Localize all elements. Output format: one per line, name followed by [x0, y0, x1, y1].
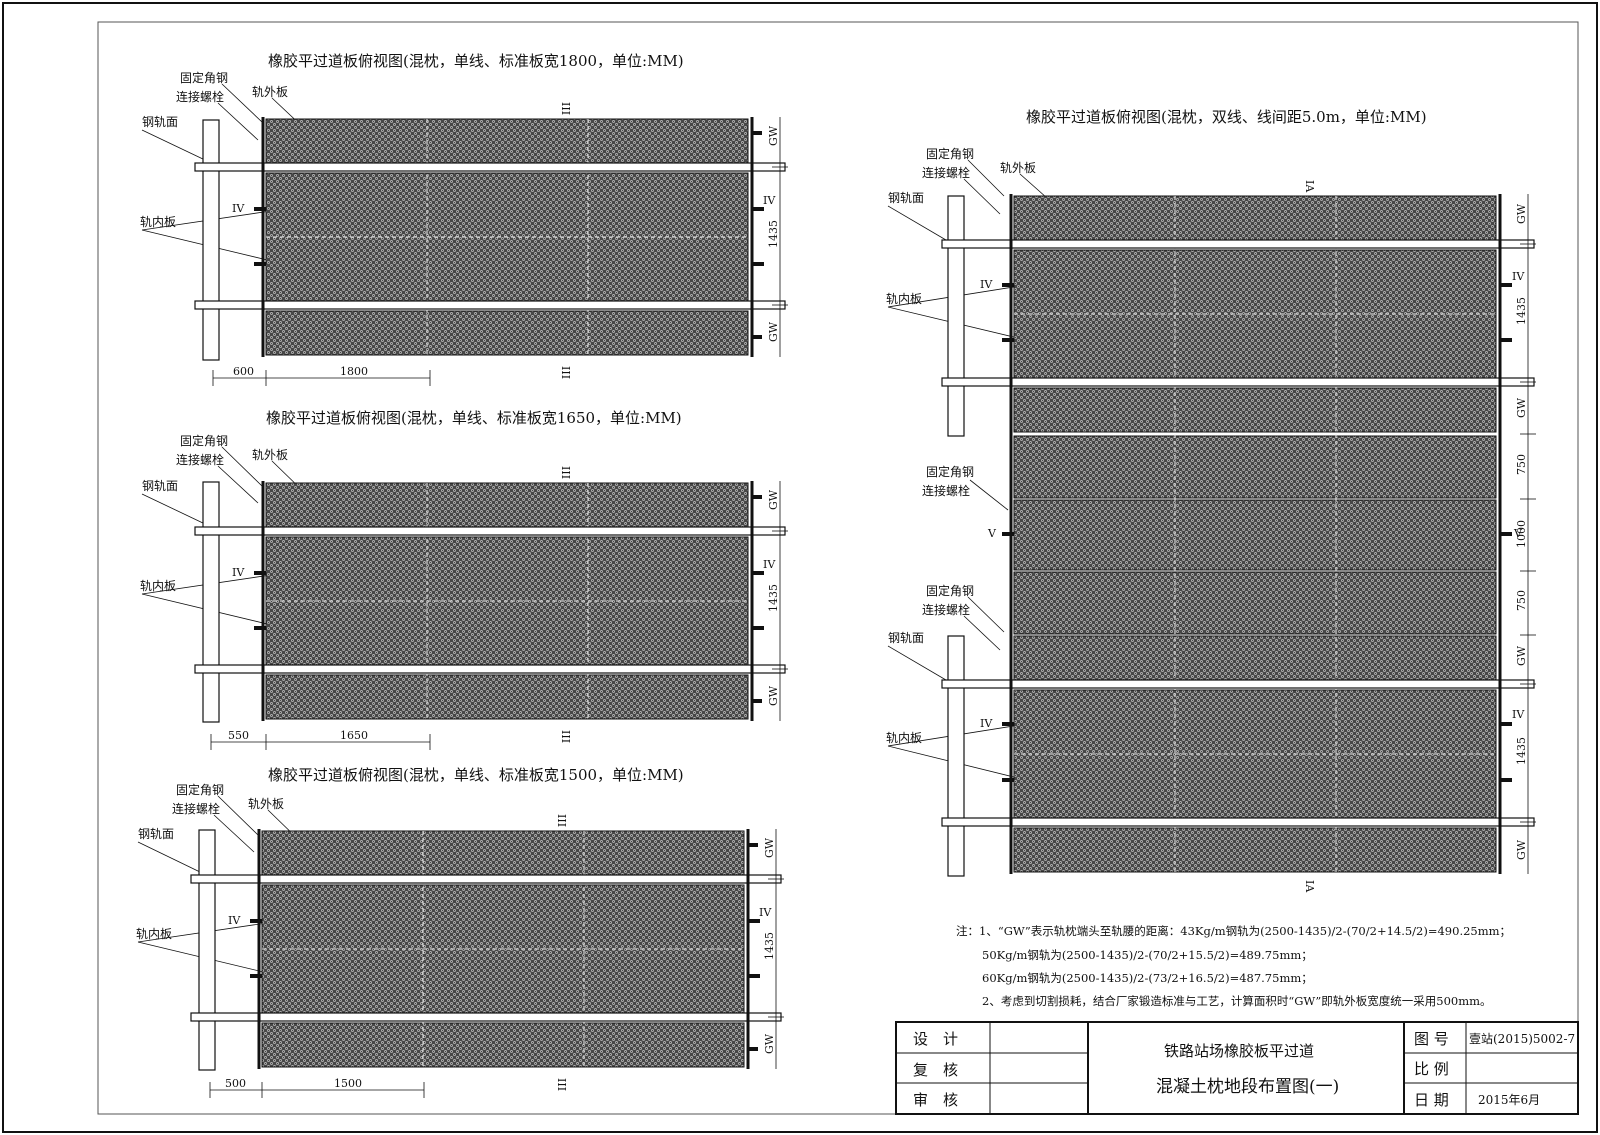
- view-single-1500: 橡胶平过道板俯视图(混枕，单线、标准板宽1500，单位:MM) 固定角钢 连接螺…: [136, 766, 784, 1098]
- section-iv-left: IV: [228, 914, 241, 927]
- label-rail-surface: 钢轨面: [142, 115, 178, 129]
- view-title: 橡胶平过道板俯视图(混枕，双线、线间距5.0m，单位:MM): [1026, 108, 1427, 126]
- section-iv-upper-left: IV: [980, 278, 993, 291]
- dim-gw-top: GW: [767, 489, 780, 510]
- dim-gw-4: GW: [1515, 839, 1528, 860]
- tb-review-label: 复 核: [913, 1061, 958, 1079]
- dim-gw-bottom: GW: [767, 685, 780, 706]
- dim-gauge: 1435: [763, 932, 776, 960]
- label-inner-panel: 轨内板: [886, 292, 922, 306]
- dim-overhang: 600: [233, 365, 254, 378]
- section-iv-left: IV: [232, 202, 245, 215]
- section-iii-bottom: III: [559, 730, 572, 743]
- note-line-3: 60Kg/m钢轨为(2500-1435)/2-(73/2+16.5/2)=487…: [982, 971, 1313, 985]
- dim-750-lower: 750: [1515, 590, 1528, 611]
- label-outer-panel: 轨外板: [248, 797, 284, 811]
- tb-drawing-name: 混凝土枕地段布置图(一): [1156, 1077, 1339, 1097]
- tb-design-label: 设 计: [913, 1030, 958, 1048]
- label-rail-surface: 钢轨面: [138, 827, 174, 841]
- view-title: 橡胶平过道板俯视图(混枕，单线、标准板宽1800，单位:MM): [268, 52, 684, 70]
- label-bolt-mid: 连接螺栓: [922, 483, 970, 498]
- dim-1000: 1000: [1515, 520, 1528, 548]
- section-ia-top: IA: [1303, 180, 1316, 193]
- view-title: 橡胶平过道板俯视图(混枕，单线、标准板宽1650，单位:MM): [266, 409, 682, 427]
- section-iii-top: III: [559, 102, 572, 115]
- section-iii-bottom: III: [559, 366, 572, 379]
- tb-drawing-no-label: 图 号: [1414, 1030, 1449, 1048]
- dim-overhang: 500: [225, 1077, 246, 1090]
- label-bolt: 连接螺栓: [172, 801, 220, 816]
- section-iii-top: III: [559, 466, 572, 479]
- tb-project-name: 铁路站场橡胶板平过道: [1164, 1042, 1314, 1060]
- label-rail-surface: 钢轨面: [142, 479, 178, 493]
- view-title: 橡胶平过道板俯视图(混枕，单线、标准板宽1500，单位:MM): [268, 766, 684, 784]
- dim-gw-top: GW: [763, 837, 776, 858]
- label-fixed-angle: 固定角钢: [180, 70, 228, 85]
- label-fixed-angle: 固定角钢: [176, 782, 224, 797]
- section-iii-bottom: III: [555, 1078, 568, 1091]
- label-fixed-angle-lower: 固定角钢: [926, 583, 974, 598]
- dim-gw-bottom: GW: [767, 321, 780, 342]
- label-fixed-angle-mid: 固定角钢: [926, 464, 974, 479]
- label-bolt-lower: 连接螺栓: [922, 602, 970, 617]
- label-inner-panel: 轨内板: [140, 579, 176, 593]
- section-iv-right: IV: [763, 194, 776, 207]
- dim-gw-1: GW: [1515, 203, 1528, 224]
- label-rail-surface-lower: 钢轨面: [888, 631, 924, 645]
- section-v-right: V: [1513, 527, 1523, 540]
- note-line-4: 2、考虑到切割损耗，结合厂家锻造标准与工艺，计算面积时“GW”即轨外板宽度统一采…: [982, 994, 1492, 1008]
- dim-gw-2: GW: [1515, 397, 1528, 418]
- label-inner-panel: 轨内板: [136, 927, 172, 941]
- label-rail-surface: 钢轨面: [888, 191, 924, 205]
- dim-gauge-upper: 1435: [1515, 297, 1528, 325]
- dim-750-upper: 750: [1515, 454, 1528, 475]
- inner-border: [97, 21, 1579, 1115]
- section-iv-right: IV: [763, 558, 776, 571]
- label-outer-panel: 轨外板: [252, 85, 288, 99]
- section-iv-lower-right: IV: [1512, 708, 1525, 721]
- view-single-1800: 橡胶平过道板俯视图(混枕，单线、标准板宽1800，单位:MM) 固定角钢 连接螺…: [140, 52, 788, 386]
- dim-gw-top: GW: [767, 125, 780, 146]
- tb-audit-label: 审 核: [913, 1091, 958, 1109]
- section-iii-top: III: [555, 814, 568, 827]
- view-double-track: 橡胶平过道板俯视图(混枕，双线、线间距5.0m，单位:MM) 固定角钢 连接螺栓…: [886, 108, 1536, 893]
- notes: 注：1、“GW”表示轨枕端头至轨腰的距离：43Kg/m钢轨为(2500-1435…: [956, 924, 1511, 1008]
- section-iv-lower-left: IV: [980, 717, 993, 730]
- tb-scale-label: 比 例: [1414, 1060, 1449, 1078]
- label-bolt: 连接螺栓: [176, 89, 224, 104]
- label-outer-panel: 轨外板: [252, 448, 288, 462]
- dim-width: 1800: [340, 365, 368, 378]
- label-bolt: 连接螺栓: [176, 452, 224, 467]
- section-iv-upper-right: IV: [1512, 270, 1525, 283]
- label-fixed-angle: 固定角钢: [180, 433, 228, 448]
- label-inner-panel-lower: 轨内板: [886, 731, 922, 745]
- note-line-1: 注：1、“GW”表示轨枕端头至轨腰的距离：43Kg/m钢轨为(2500-1435…: [956, 924, 1511, 938]
- label-bolt: 连接螺栓: [922, 165, 970, 180]
- dim-gauge: 1435: [767, 584, 780, 612]
- label-outer-panel: 轨外板: [1000, 161, 1036, 175]
- label-fixed-angle: 固定角钢: [926, 146, 974, 161]
- dim-gauge: 1435: [767, 220, 780, 248]
- dim-gw-bottom: GW: [763, 1033, 776, 1054]
- section-v-left: V: [987, 527, 997, 540]
- dim-gauge-lower: 1435: [1515, 737, 1528, 765]
- tb-drawing-no: 壹站(2015)5002-7: [1469, 1032, 1575, 1046]
- section-ia-bottom: IA: [1303, 880, 1316, 893]
- section-iv-right: IV: [759, 906, 772, 919]
- dim-overhang: 550: [228, 729, 249, 742]
- dim-width: 1500: [334, 1077, 362, 1090]
- view-single-1650: 橡胶平过道板俯视图(混枕，单线、标准板宽1650，单位:MM) 固定角钢 连接螺…: [140, 409, 788, 750]
- tb-date: 2015年6月: [1478, 1093, 1540, 1107]
- section-iv-left: IV: [232, 566, 245, 579]
- note-line-2: 50Kg/m钢轨为(2500-1435)/2-(70/2+15.5/2)=489…: [982, 948, 1313, 962]
- dim-width: 1650: [340, 729, 368, 742]
- title-block: 设 计 复 核 审 核 铁路站场橡胶板平过道 混凝土枕地段布置图(一) 图 号 …: [895, 1021, 1579, 1115]
- label-inner-panel: 轨内板: [140, 215, 176, 229]
- tb-date-label: 日 期: [1414, 1091, 1449, 1109]
- dim-gw-3: GW: [1515, 645, 1528, 666]
